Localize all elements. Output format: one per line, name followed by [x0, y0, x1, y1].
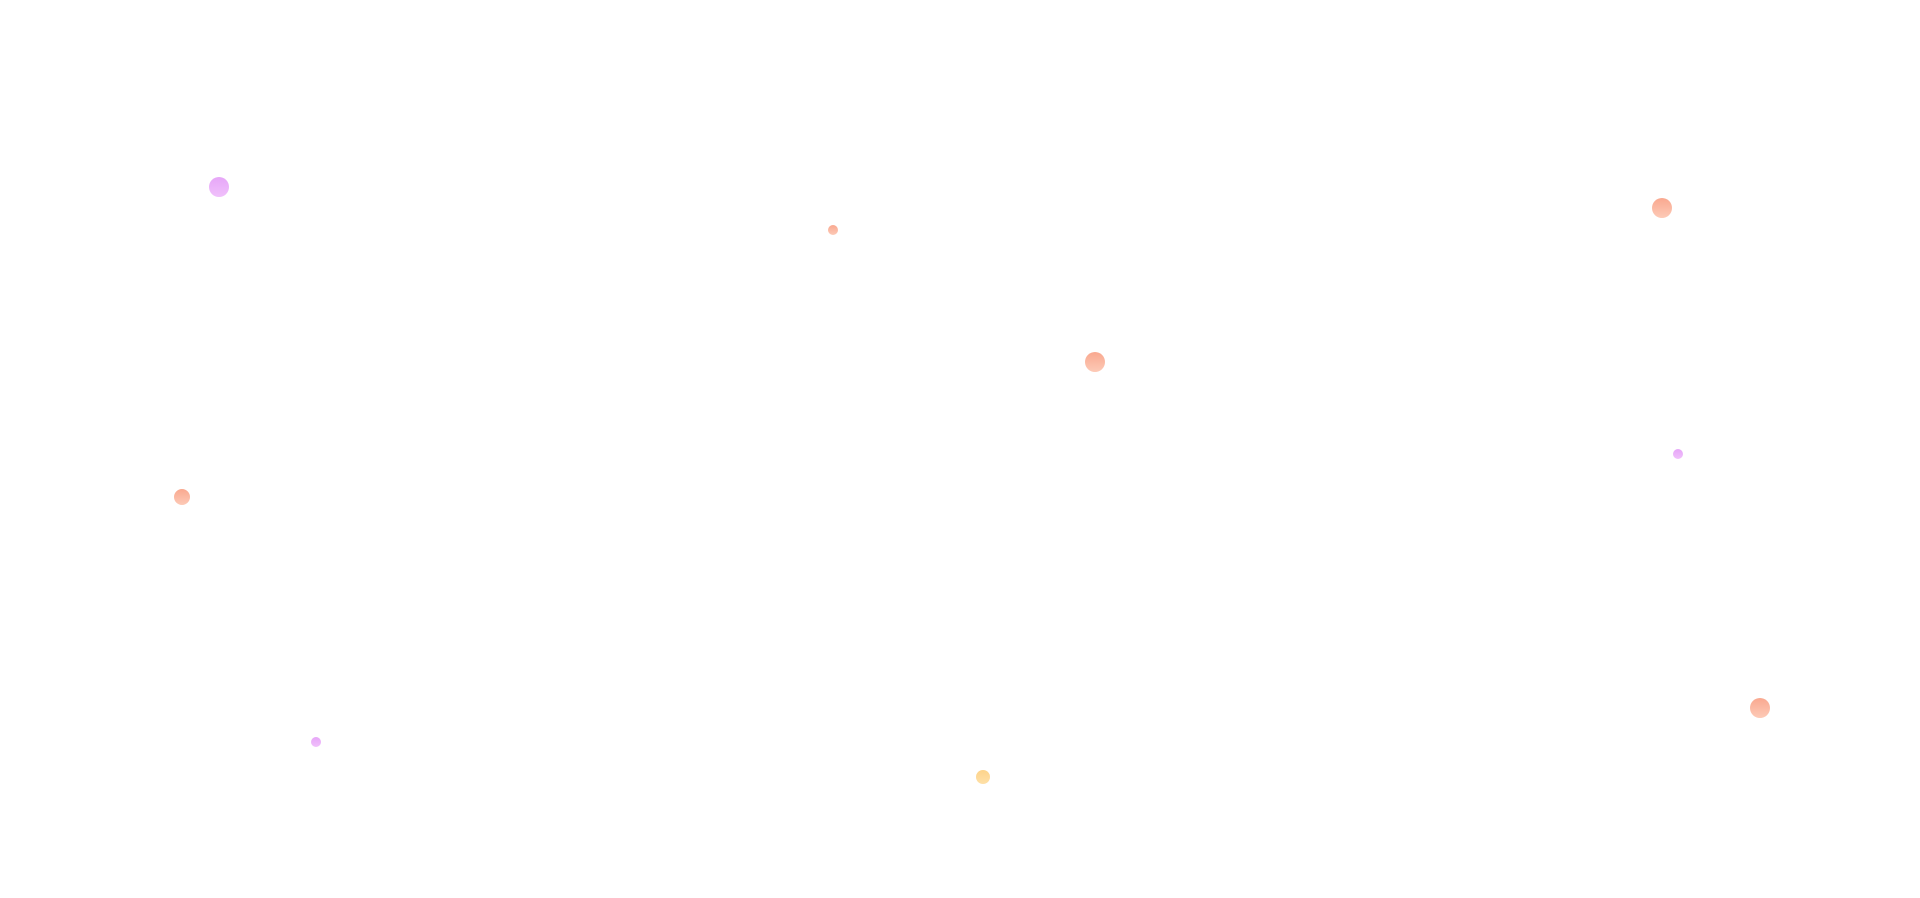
decorative-dot — [1750, 698, 1770, 718]
decorative-dot — [174, 489, 190, 505]
decorative-dot — [209, 177, 229, 197]
decorative-dot — [1652, 198, 1672, 218]
decorative-dot — [1085, 352, 1105, 372]
decorative-dot — [828, 225, 838, 235]
decorative-dot — [1673, 449, 1683, 459]
decorative-dot — [976, 770, 990, 784]
decorative-dot — [311, 737, 321, 747]
